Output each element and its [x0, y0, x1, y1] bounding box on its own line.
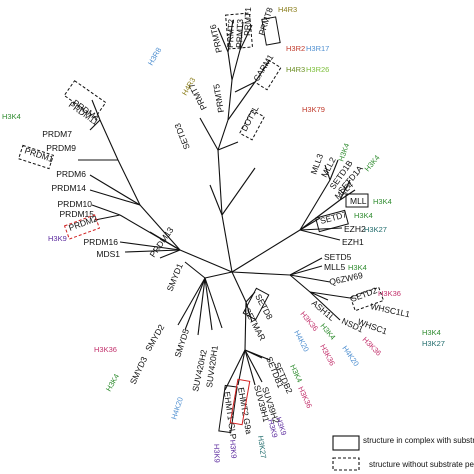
mark-carm1-h3r17: H3R17	[306, 44, 329, 53]
mark-dot1l-h3k79: H3K79	[302, 105, 325, 114]
mark-whsc1l1-h3k4: H3K4	[422, 328, 441, 337]
mark-ash1l-h3k36: H3K36	[298, 310, 320, 333]
leaf-prmt2: PRMT2	[225, 19, 236, 48]
leaf-carm1: CARM1	[251, 52, 275, 83]
legend-dashed-swatch	[332, 457, 360, 471]
leaf-smyd1: SMYD1	[165, 262, 185, 293]
mark-smyd3-h3k4: H3K4	[104, 372, 121, 393]
mark-prmt7-h3r8: H3R8	[146, 46, 163, 67]
mark-setdb2-h3k36: H3K36	[296, 385, 314, 410]
mark-ezh2-h3k27: H3K27	[364, 225, 387, 234]
leaf-prdm15: PRDM15	[60, 209, 95, 219]
mark-prdm-h3k4: H3K4	[2, 112, 21, 121]
mark-mll-h3k4: H3K4	[373, 197, 392, 206]
leaf-setd5: SETD5	[324, 252, 352, 262]
mark-ehmt-h3k9-a: H3K9	[228, 439, 239, 458]
leaf-prdm6: PRDM6	[56, 169, 86, 179]
leaf-mds1: MDS1	[96, 249, 120, 259]
leaf-smyd5: SMYD5	[172, 327, 191, 358]
leaf-mll5: MLL5	[324, 262, 346, 272]
leaf-mll: MLL	[350, 196, 367, 206]
mark-ash1l-h3k4: H3K4	[318, 322, 337, 342]
mark-prmt8-h4r3: H4R3	[278, 5, 297, 14]
mark-mll3-h3k4: H3K4	[336, 142, 351, 163]
leaf-setd3: SETD3	[172, 122, 192, 151]
leaf-prdm7: PRDM7	[42, 129, 72, 139]
leaf-whsc1: WHSC1	[356, 316, 389, 336]
mark-carm1-h3r2: H3R2	[286, 44, 305, 53]
leaf-prdm9: PRDM9	[46, 143, 76, 153]
leaf-whsc1l1: WHSC1L1	[370, 301, 412, 319]
leaf-ehmt2: EHMT2 G9a	[236, 387, 254, 436]
mark-whsc1-h3k27: H3K27	[422, 339, 445, 348]
mark-setd2-h3k36: H3K36	[378, 289, 401, 298]
mark-setd1a-h3k4: H3K4	[363, 153, 382, 173]
leaf-prdm16: PRDM16	[84, 237, 119, 247]
mark-setmar-h3k36: H3K36	[318, 343, 337, 367]
legend-solid-label: structure in complex with substrate pept…	[363, 436, 474, 445]
leaf-prmt1: PRMT1	[242, 7, 253, 36]
mark-setd7-h3k4: H3K4	[354, 211, 373, 220]
mark-nsd1-h3k36: H3K36	[361, 335, 384, 358]
tree-branches	[78, 19, 356, 391]
structure-boxes	[17, 12, 385, 434]
mark-suv420-h4k20: H4K20	[169, 396, 185, 421]
leaf-prmt5: PRMT5	[211, 83, 226, 113]
legend-solid-swatch	[332, 435, 360, 451]
leaf-q6zw69: Q6ZW69	[328, 270, 364, 287]
leaf-smyd3: SMYD3	[128, 355, 150, 386]
mark-mll5-h3k4: H3K4	[348, 263, 367, 272]
leaf-smyd2: SMYD2	[143, 322, 166, 353]
leaf-prmt8: PRMT8	[256, 6, 274, 37]
leaf-ezh1: EZH1	[342, 237, 364, 247]
legend: structure in complex with substrate pept…	[332, 435, 474, 471]
mark-smyd2-h3k36: H3K36	[94, 345, 117, 354]
mark-ehmt-h3k9-b: H3K9	[212, 444, 222, 463]
mark-carm1-h3r26: H3R26	[306, 65, 329, 74]
leaf-prmt3: PRMT3	[234, 19, 245, 48]
mark-carm1-h4r3: H4R3	[286, 65, 305, 74]
legend-dashed-label: structure without substrate peptide	[369, 460, 474, 469]
leaf-prdm10: PRDM10	[58, 199, 93, 209]
mark-nsd1-h4k20: H4K20	[340, 344, 361, 368]
mark-prdm2-h3k9: H3K9	[48, 234, 67, 243]
leaf-prmt6: PRMT6	[208, 23, 224, 54]
leaf-prdm14: PRDM14	[52, 183, 87, 193]
leaf-ezh2: EZH2	[344, 224, 366, 234]
mark-setd8-h4k20: H4K20	[292, 329, 311, 353]
mark-suv39-h3k27: H3K27	[256, 435, 268, 459]
